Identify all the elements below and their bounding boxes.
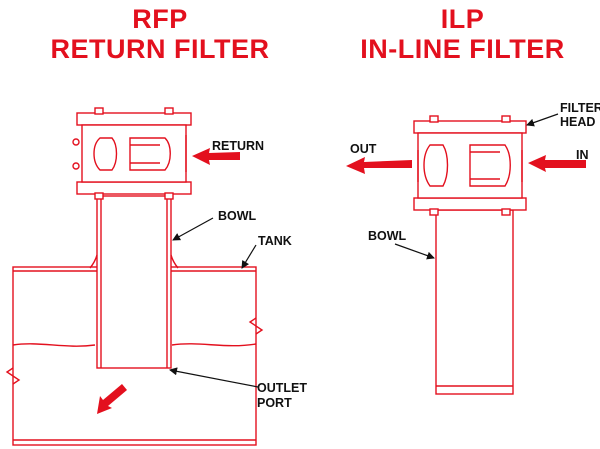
in-arrow-icon [528,155,586,172]
bowl-right-label: BOWL [368,229,407,243]
filter-head-label-line2: HEAD [560,115,595,129]
return-label: RETURN [212,139,264,153]
return-arrow-icon [192,148,240,165]
rfp-title: RFP RETURN FILTER [10,4,310,64]
outflow-arrow-icon [97,384,127,414]
ilp-title-line2: IN-LINE FILTER [360,34,565,64]
rfp-title-line2: RETURN FILTER [50,34,270,64]
rfp-diagram: RETURN BOWL TANK OUTLET PORT [5,107,307,446]
filter-head-right [413,115,527,216]
bowl-left [89,195,179,369]
filter-head-left [72,107,192,200]
ilp-title-line1: ILP [440,4,485,34]
bowl-left-label: BOWL [218,209,257,223]
outlet-label-line1: OUTLET [257,381,307,395]
tank-label: TANK [258,234,292,248]
out-label: OUT [350,142,377,156]
bowl-right [435,209,514,395]
ilp-diagram: FILTER HEAD OUT IN BOWL [346,101,600,395]
outlet-label-line2: PORT [257,396,292,410]
filter-head-label-line1: FILTER [560,101,600,115]
ilp-title: ILP IN-LINE FILTER [330,4,595,64]
in-label: IN [576,148,589,162]
out-arrow-icon [346,157,412,174]
rfp-title-line1: RFP [132,4,188,34]
